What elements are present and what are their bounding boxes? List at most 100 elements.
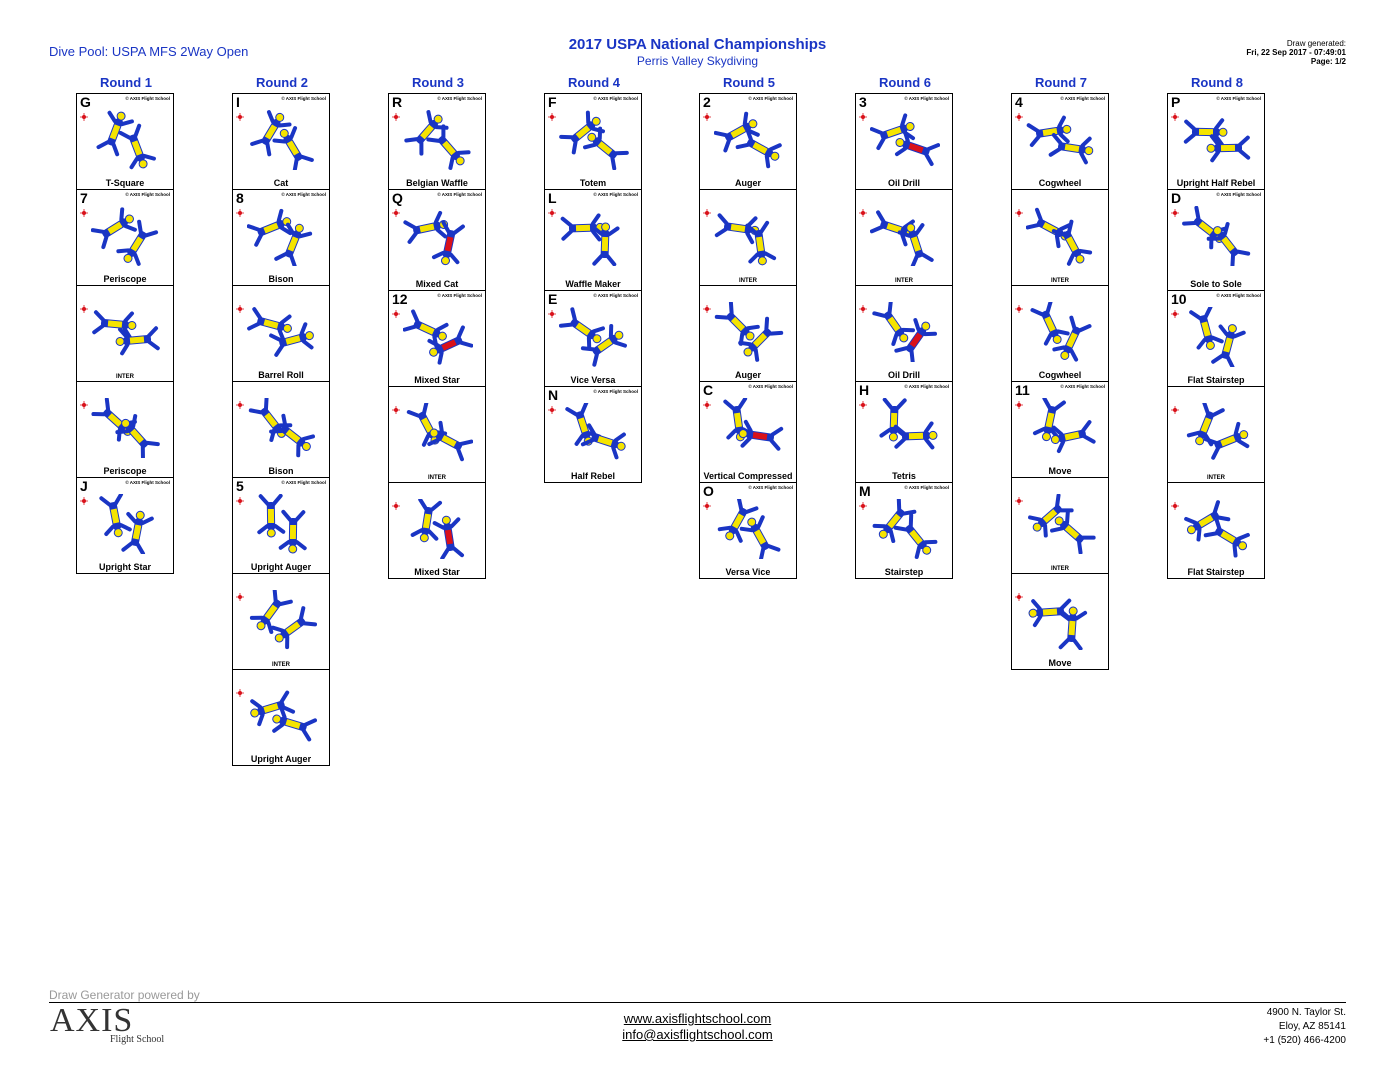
formation-name: T-Square	[105, 178, 145, 188]
copyright-text: © AXIS Flight School	[1216, 192, 1261, 197]
footer-links: www.axisflightschool.com info@axisflight…	[0, 1011, 1395, 1043]
formation-diagram	[559, 307, 627, 367]
formation-diagram	[1028, 494, 1096, 554]
draw-info: Draw generated: Fri, 22 Sep 2017 - 07:49…	[1246, 39, 1346, 66]
crosshair-icon	[1171, 406, 1179, 414]
formation-card: Upright Auger	[232, 669, 330, 766]
formation-name: Cogwheel	[1038, 178, 1082, 188]
formation-diagram	[872, 499, 938, 559]
formation-name: Move	[1048, 466, 1072, 476]
copyright-text: © AXIS Flight School	[1216, 96, 1261, 101]
crosshair-icon	[548, 113, 556, 121]
formation-letter: H	[859, 382, 870, 398]
formation-diagram	[1183, 118, 1251, 163]
formation-letter: P	[1171, 94, 1181, 110]
formation-card: INTER	[1167, 386, 1265, 483]
round-label: Round 6	[879, 75, 931, 90]
copyright-text: © AXIS Flight School	[437, 293, 482, 298]
crosshair-icon	[1171, 310, 1179, 318]
formation-card: INTER	[855, 189, 953, 286]
crosshair-icon	[392, 406, 400, 414]
copyright-text: © AXIS Flight School	[281, 192, 326, 197]
formation-name: Auger	[734, 370, 761, 380]
formation-letter: C	[703, 382, 714, 398]
formation-diagram	[96, 110, 156, 170]
crosshair-icon	[703, 113, 711, 121]
formation-diagram	[565, 403, 626, 460]
crosshair-icon	[236, 401, 244, 409]
page-title: 2017 USPA National Championships	[568, 36, 827, 53]
formation-diagram	[247, 307, 314, 357]
crosshair-icon	[392, 209, 400, 217]
round-label: Round 3	[412, 75, 464, 90]
copyright-text: © AXIS Flight School	[904, 96, 949, 101]
formation-name: Barrel Roll	[258, 370, 304, 380]
formation-letter: 7	[80, 190, 88, 206]
copyright-text: © AXIS Flight School	[904, 485, 949, 490]
copyright-text: © AXIS Flight School	[1060, 384, 1105, 389]
formation-diagram	[404, 110, 471, 170]
crosshair-icon	[703, 401, 711, 409]
formation-diagram	[247, 208, 313, 266]
crosshair-icon	[703, 305, 711, 313]
page-subtitle: Perris Valley Skydiving	[636, 54, 759, 68]
formation-diagram	[560, 213, 620, 266]
formation-diagram	[403, 309, 473, 365]
formation-diagram	[559, 110, 629, 170]
draw-generated-date: Fri, 22 Sep 2017 - 07:49:01	[1246, 48, 1346, 57]
formation-diagram	[1028, 598, 1088, 650]
formation-letter: 4	[1015, 94, 1023, 110]
formation-name: Upright Auger	[250, 562, 312, 572]
copyright-text: © AXIS Flight School	[1060, 96, 1105, 101]
formation-card: INTER	[1011, 189, 1109, 286]
formation-card: Bison	[232, 381, 330, 478]
formation-letter: R	[392, 94, 403, 110]
formation-diagram	[870, 210, 934, 266]
crosshair-icon	[236, 113, 244, 121]
formation-card: INTER	[388, 386, 486, 483]
formation-letter: E	[548, 291, 558, 307]
formation-name: Oil Drill	[887, 370, 920, 380]
copyright-text: © AXIS Flight School	[748, 384, 793, 389]
crosshair-icon	[80, 113, 88, 121]
formation-card: INTER	[232, 573, 330, 670]
crosshair-icon	[1171, 502, 1179, 510]
phone-number: +1 (520) 466-4200	[1263, 1035, 1346, 1046]
crosshair-icon	[80, 305, 88, 313]
formation-letter: 12	[392, 291, 408, 307]
round-label: Round 2	[256, 75, 308, 90]
formation-diagram	[870, 113, 940, 166]
crosshair-icon	[1015, 593, 1023, 601]
formation-name: INTER	[116, 374, 134, 380]
crosshair-icon	[236, 593, 244, 601]
formation-name: INTER	[272, 662, 290, 668]
copyright-text: © AXIS Flight School	[125, 192, 170, 197]
formation-card: INTER	[1011, 477, 1109, 574]
formation-letter: 5	[236, 478, 244, 494]
formation-card: Oil Drill	[855, 285, 953, 382]
crosshair-icon	[1171, 209, 1179, 217]
copyright-text: © AXIS Flight School	[904, 384, 949, 389]
website-link[interactable]: www.axisflightschool.com	[623, 1011, 772, 1026]
formation-name: Vertical Compressed	[703, 471, 793, 481]
copyright-text: © AXIS Flight School	[125, 480, 170, 485]
crosshair-icon	[859, 502, 867, 510]
formation-name: Periscope	[103, 274, 147, 284]
formation-card: Cogwheel	[1011, 285, 1109, 382]
formation-diagram	[1030, 302, 1092, 362]
formation-name: Move	[1048, 658, 1072, 668]
crosshair-icon	[392, 502, 400, 510]
formation-name: Flat Stairstep	[1187, 567, 1245, 577]
email-link[interactable]: info@axisflightschool.com	[622, 1027, 773, 1042]
formation-letter: M	[859, 483, 871, 499]
formation-diagram	[714, 111, 782, 169]
formation-diagram	[1182, 206, 1251, 266]
copyright-text: © AXIS Flight School	[125, 96, 170, 101]
